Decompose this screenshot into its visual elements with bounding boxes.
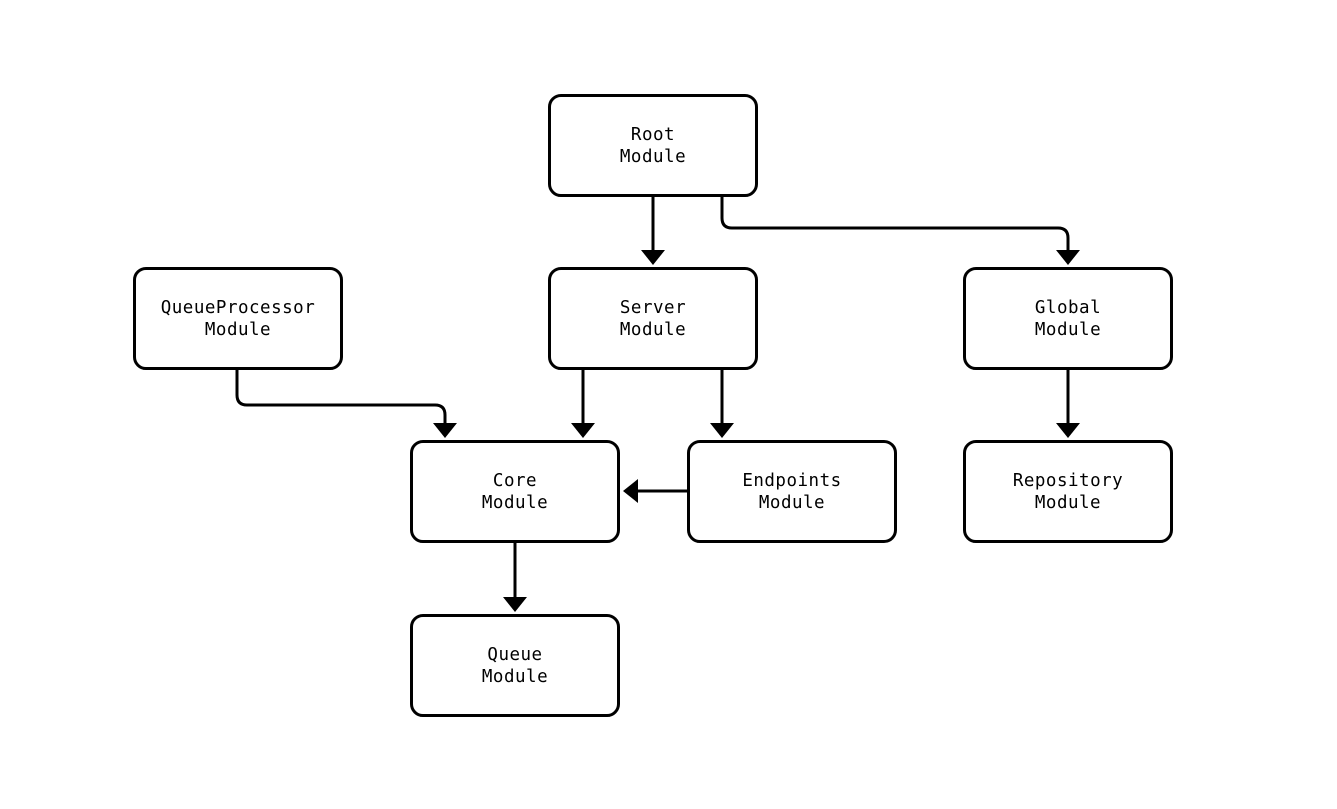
node-label-repository: Repository Module (1012, 470, 1124, 513)
edge-root-to-global-line (720, 197, 1070, 255)
edge-global-to-repository (1056, 370, 1080, 438)
node-global[interactable]: Global Module (963, 267, 1173, 370)
edge-queueprocessor-to-core-arrowhead (433, 423, 457, 438)
node-server[interactable]: Server Module (548, 267, 758, 370)
node-queue[interactable]: Queue Module (410, 614, 620, 717)
edge-core-to-queue-arrowhead (503, 597, 527, 612)
edge-root-to-global (720, 197, 1080, 265)
node-label-queue: Queue Module (481, 644, 549, 687)
node-label-global: Global Module (1034, 297, 1102, 340)
node-label-endpoints: Endpoints Module (742, 470, 842, 513)
edge-global-to-repository-arrowhead (1056, 423, 1080, 438)
edge-queueprocessor-to-core-line (235, 370, 447, 428)
edge-core-to-queue (503, 543, 527, 612)
node-label-queueprocessor: QueueProcessor Module (160, 297, 316, 340)
edge-root-to-server-arrowhead (641, 250, 665, 265)
node-queueprocessor[interactable]: QueueProcessor Module (133, 267, 343, 370)
edge-server-to-endpoints-arrowhead (710, 423, 734, 438)
edge-queueprocessor-to-core (235, 370, 457, 438)
edge-root-to-global-arrowhead (1056, 250, 1080, 265)
node-repository[interactable]: Repository Module (963, 440, 1173, 543)
node-endpoints[interactable]: Endpoints Module (687, 440, 897, 543)
node-root[interactable]: Root Module (548, 94, 758, 197)
node-label-server: Server Module (619, 297, 687, 340)
node-core[interactable]: Core Module (410, 440, 620, 543)
edge-server-to-endpoints (710, 370, 734, 438)
node-label-core: Core Module (481, 470, 549, 513)
edge-endpoints-to-core (623, 479, 687, 503)
edge-server-to-core-arrowhead (571, 423, 595, 438)
edge-server-to-core (571, 370, 595, 438)
edge-root-to-server (641, 197, 665, 265)
edge-endpoints-to-core-arrowhead (623, 479, 638, 503)
node-label-root: Root Module (619, 124, 687, 167)
